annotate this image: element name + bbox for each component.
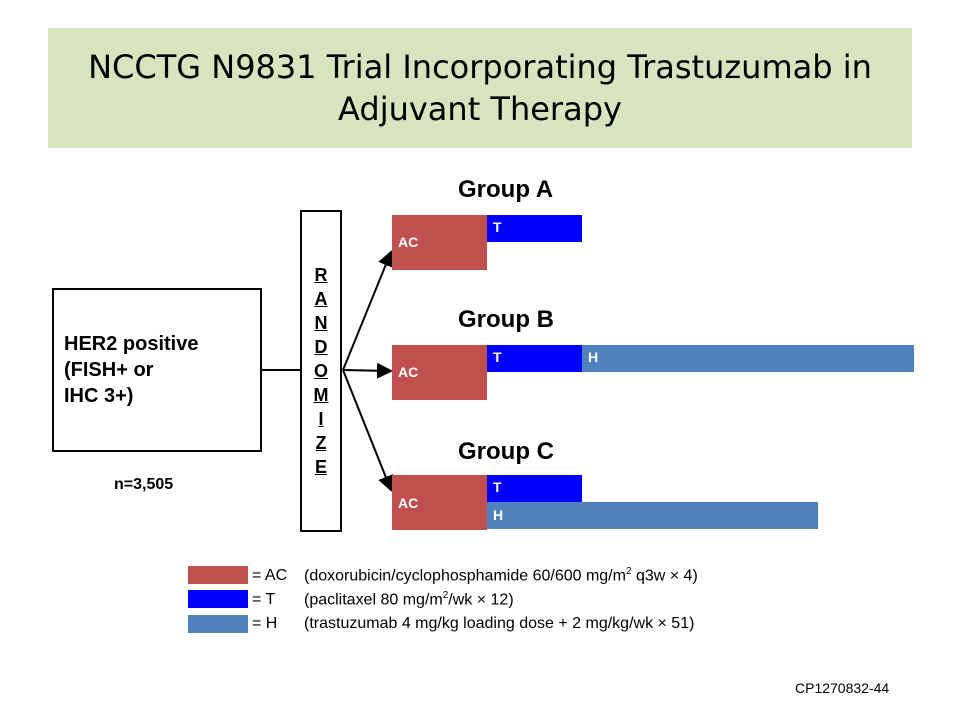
legend-t-code: = T — [252, 591, 276, 609]
title-banner: NCCTG N9831 Trial Incorporating Trastuzu… — [48, 28, 912, 148]
legend-ac-desc-post: q3w × 4) — [631, 567, 698, 585]
legend-t-desc-post: /wk × 12) — [448, 591, 514, 609]
legend-ac-swatch — [188, 566, 248, 584]
arrow-to-group-c — [342, 369, 394, 492]
population-line-3: IHC 3+) — [64, 385, 134, 407]
slide-code: CP1270832-44 — [795, 680, 890, 696]
group-b-h-label: H — [588, 349, 599, 365]
legend-h-desc: (trastuzumab 4 mg/kg loading dose + 2 mg… — [304, 615, 695, 632]
group-c-h-label: H — [493, 507, 504, 523]
randomize-letter: M — [313, 385, 329, 405]
group-c-h-bar — [487, 502, 818, 529]
randomize-letter: E — [314, 457, 327, 477]
group-c-t-bar — [487, 475, 582, 502]
legend-ac-text: = AC (doxorubicin/cyclophosphamide 60/600… — [252, 566, 698, 585]
legend-t-swatch — [188, 590, 248, 608]
randomize-letter: A — [314, 289, 328, 309]
legend-h-code: = H — [252, 615, 278, 632]
group-b-ac-label: AC — [398, 364, 419, 380]
arrow-to-group-b — [342, 362, 393, 379]
legend-t-sup: 2 — [442, 590, 449, 601]
randomize-box: R A N D O M I Z E — [300, 210, 342, 532]
legend-t-text: = T (paclitaxel 80 mg/m2/wk × 12) — [252, 590, 514, 609]
group-a-title: Group A — [458, 176, 554, 203]
group-b-h-bar — [582, 345, 914, 372]
randomize-letter: I — [318, 409, 324, 429]
legend-ac-desc-pre: (doxorubicin/cyclophosphamide 60/600 mg/… — [304, 567, 626, 585]
population-line-1: HER2 positive — [64, 333, 199, 355]
group-c-title: Group C — [458, 438, 554, 465]
legend-t-desc-pre: (paclitaxel 80 mg/m — [304, 591, 443, 609]
randomize-letter: Z — [315, 433, 327, 453]
group-b-ac-bar — [392, 345, 487, 400]
group-a-ac-bar — [392, 215, 487, 270]
group-c-ac-label: AC — [398, 495, 419, 511]
group-a-ac-label: AC — [398, 234, 419, 250]
group-b-t-bar — [487, 345, 582, 372]
group-c-t-label: T — [493, 479, 502, 495]
group-c-ac-bar — [392, 475, 487, 530]
legend-h-swatch — [188, 615, 248, 633]
randomize-letter: R — [314, 265, 328, 285]
population-line-2: (FISH+ or — [64, 359, 154, 381]
legend-ac-code: = AC — [252, 567, 288, 585]
group-b-title: Group B — [458, 306, 554, 333]
randomize-letter: D — [314, 337, 328, 357]
randomize-letter: O — [313, 361, 328, 381]
title-line-1: NCCTG N9831 Trial Incorporating Trastuzu… — [88, 48, 872, 86]
group-a-t-bar — [487, 215, 582, 242]
arrow-to-group-a — [342, 250, 394, 371]
group-a-t-label: T — [493, 219, 502, 235]
population-box: HER2 positive (FISH+ or IHC 3+) — [52, 288, 262, 452]
sample-size-label: n=3,505 — [114, 476, 174, 493]
randomize-letter: N — [314, 313, 328, 333]
group-b-t-label: T — [493, 349, 502, 365]
legend-h-text: = H (trastuzumab 4 mg/kg loading dose + 2… — [252, 615, 694, 633]
title-line-2: Adjuvant Therapy — [338, 90, 622, 128]
legend-ac-sup: 2 — [625, 566, 632, 577]
